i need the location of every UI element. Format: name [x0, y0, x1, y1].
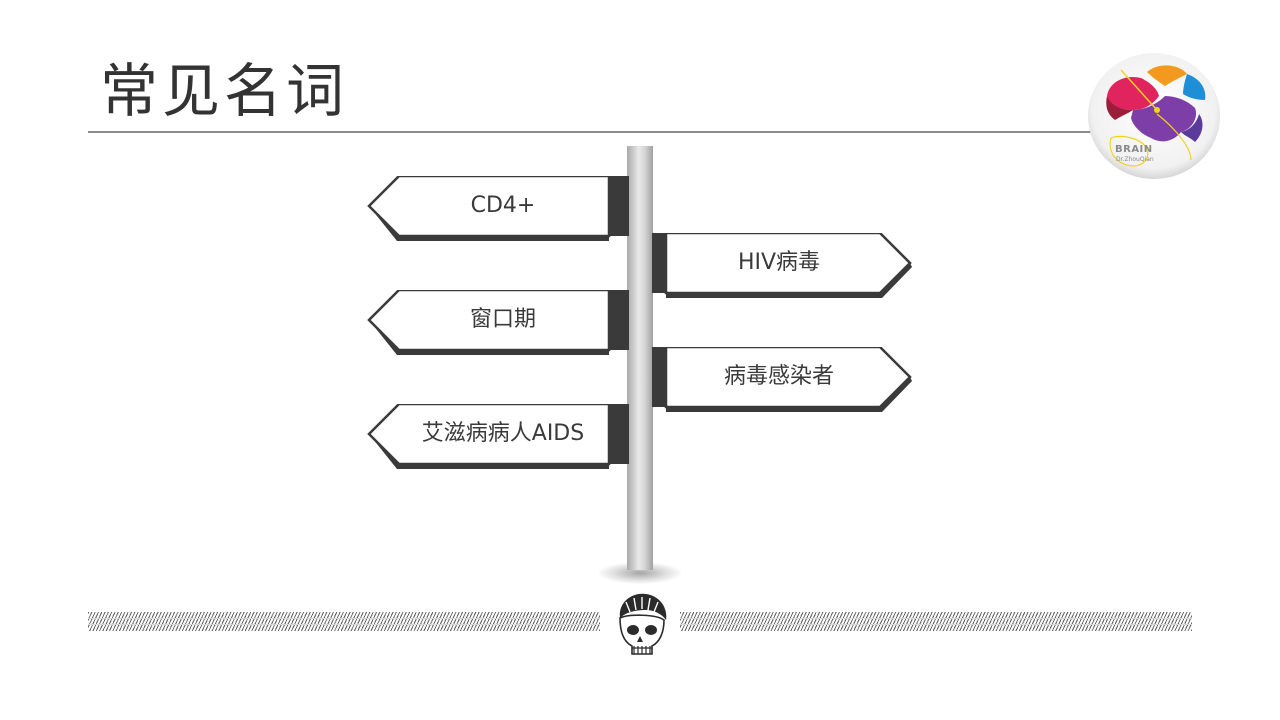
- sign-left-5: 艾滋病病人AIDS: [367, 404, 629, 470]
- footer-hatch-left: [88, 612, 600, 631]
- skull-icon: [619, 593, 667, 655]
- sign-right-4: 病毒感染者: [652, 347, 914, 413]
- sign-left-3: 窗口期: [367, 290, 629, 356]
- logo-subtext: Dr.ZhouQian: [1116, 156, 1154, 163]
- sign-label: 病毒感染者: [723, 364, 834, 389]
- brain-logo-icon: [1088, 53, 1220, 179]
- sign-label: HIV病毒: [737, 250, 821, 275]
- sign-left-1: CD4+: [367, 176, 629, 242]
- sign-label: 艾滋病病人AIDS: [421, 421, 585, 446]
- sign-right-2: HIV病毒: [652, 233, 914, 299]
- signpost-pole: [627, 146, 653, 570]
- title-divider: [88, 131, 1098, 133]
- signpost-shadow: [598, 562, 682, 584]
- sign-label: CD4+: [470, 193, 536, 218]
- sign-label: 窗口期: [469, 307, 536, 332]
- footer-hatch-right: [680, 612, 1192, 631]
- slide-title: 常见名词: [100, 57, 349, 125]
- logo-text: BRAIN: [1115, 144, 1153, 155]
